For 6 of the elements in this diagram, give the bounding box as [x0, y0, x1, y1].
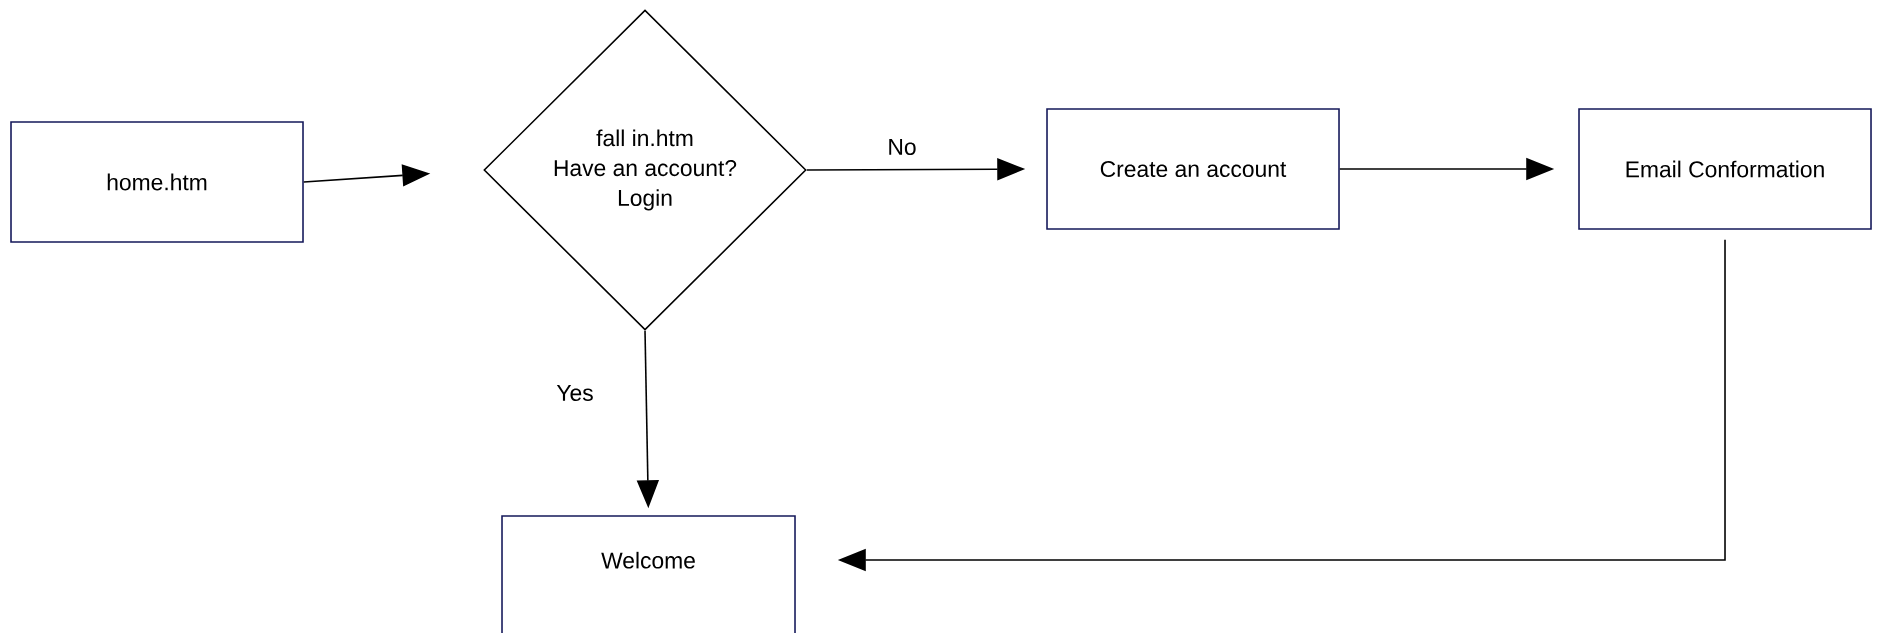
process-box: Email Conformation: [1578, 108, 1872, 230]
process-box: home.htm: [10, 121, 304, 243]
process-box: Create an account: [1046, 108, 1340, 230]
process-box: Welcome: [501, 515, 796, 633]
edge-label: Yes: [554, 383, 596, 403]
edge-label: No: [885, 137, 919, 157]
